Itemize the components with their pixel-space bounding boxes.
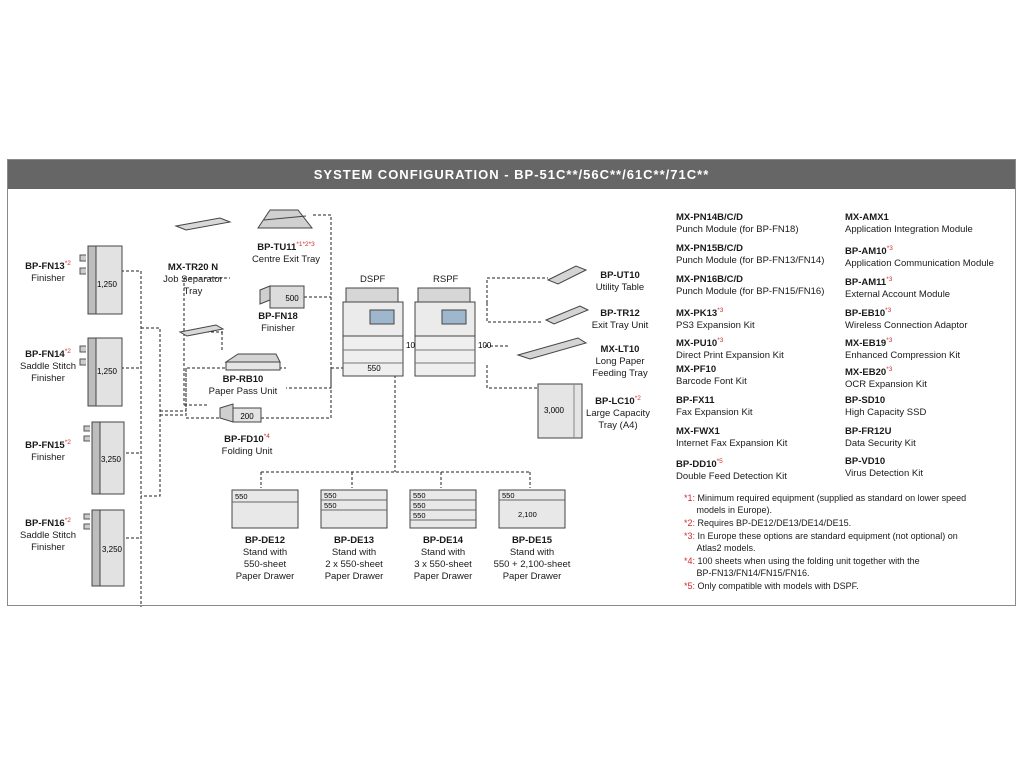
large-capacity-tray-capacity: 3,000 [544, 406, 565, 415]
finisher-capacity: 1,250 [97, 280, 118, 289]
long-paper-feeding-tray-drawing [516, 337, 588, 360]
exit-tray-unit-drawing [544, 305, 590, 325]
stand-drawer-capacity: 550 [413, 491, 426, 500]
stand-bp-de15-drawing: 550 2,100 [498, 489, 566, 529]
footnote: *5: Only compatible with models with DSP… [684, 581, 859, 591]
finisher-bp-fn13-drawing: 1,250 [79, 245, 123, 315]
paper-pass-unit-drawing [224, 353, 281, 371]
folding-unit-capacity: 200 [240, 412, 254, 421]
footnote: *2: Requires BP-DE12/DE13/DE14/DE15. [684, 518, 852, 528]
page-title: SYSTEM CONFIGURATION - BP-51C**/56C**/61… [8, 160, 1015, 189]
footnote: *1: Minimum required equipment (supplied… [684, 493, 967, 515]
rspf-machine-drawing: 100 [414, 287, 492, 377]
stand-drawer-capacity: 550 [235, 492, 248, 501]
finisher-capacity: 3,250 [102, 545, 123, 554]
finisher-bp-fn18-drawing: 500 [259, 285, 305, 309]
dspf-machine-drawing: 550 100 [342, 287, 420, 377]
footnote: *3: In Europe these options are standard… [684, 531, 958, 553]
stand-bp-de13-drawing: 550 550 [320, 489, 388, 529]
finisher-capacity: 500 [285, 294, 299, 303]
finisher-capacity: 1,250 [97, 367, 118, 376]
stand-drawer-capacity: 550 [324, 501, 337, 510]
rspf-label: RSPF [433, 274, 459, 285]
dspf-link-capacity: 100 [406, 341, 420, 350]
stand-bp-de14-drawing: 550 550 550 [409, 489, 477, 529]
stand-drawer-capacity: 550 [324, 491, 337, 500]
folding-unit-drawing: 200 [219, 403, 262, 423]
finisher-bp-fn14-drawing: 1,250 [79, 337, 123, 407]
stand-bp-de12-drawing: 550 [231, 489, 299, 529]
footnote: *4: 100 sheets when using the folding un… [684, 556, 920, 578]
centre-exit-tray-drawing [257, 209, 314, 229]
stand-drawer-capacity: 2,100 [518, 510, 537, 519]
finisher-bp-fn15-drawing: 3,250 [83, 421, 125, 495]
job-separator-tray-drawing [174, 217, 232, 337]
stand-drawer-capacity: 550 [502, 491, 515, 500]
stand-drawer-capacity: 550 [413, 501, 426, 510]
utility-table-drawing [546, 265, 588, 285]
stand-drawer-capacity: 550 [413, 511, 426, 520]
system-configuration-panel: SYSTEM CONFIGURATION - BP-51C**/56C**/61… [7, 159, 1016, 607]
rspf-link-capacity: 100 [478, 341, 492, 350]
finisher-bp-fn16-drawing: 3,250 [83, 509, 125, 587]
main-tray-capacity: 550 [367, 364, 381, 373]
dspf-label: DSPF [360, 274, 386, 285]
large-capacity-tray-drawing: 3,000 [537, 383, 583, 439]
finisher-capacity: 3,250 [101, 455, 122, 464]
configuration-diagram: 1,250 1,250 3,250 3,250 [79, 209, 590, 607]
